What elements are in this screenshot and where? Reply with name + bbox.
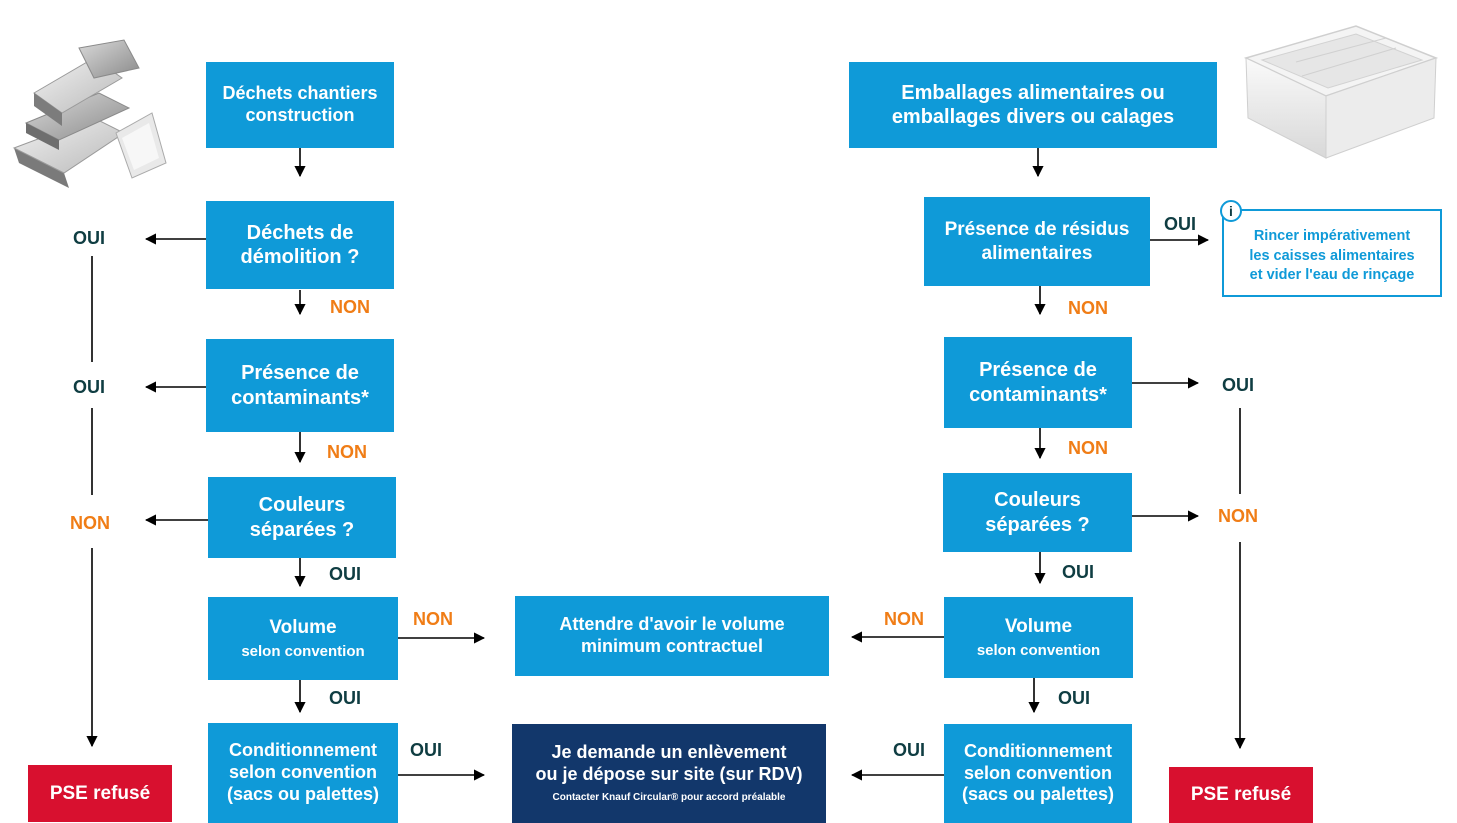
request-note: Contacter Knauf Circular® pour accord pr… xyxy=(552,792,786,804)
rinse-info-line1: Rincer impérativement xyxy=(1253,228,1411,244)
left-oui-label-conditionnement: OUI xyxy=(410,740,443,760)
left-volume-box: Volume selon convention xyxy=(208,597,398,680)
right-conditionnement-line3: (sacs ou palettes) xyxy=(961,784,1115,805)
left-conditionnement-line1: Conditionnement xyxy=(229,740,377,761)
info-icon: i xyxy=(1220,200,1242,222)
left-oui-label-demolition: OUI xyxy=(73,228,106,248)
right-couleurs-line1: Couleurs xyxy=(994,489,1081,512)
left-non-label-contaminants: NON xyxy=(327,442,367,462)
right-oui-label-conditionnement: OUI xyxy=(893,740,926,760)
wait-volume-line1: Attendre d'avoir le volume xyxy=(559,614,785,635)
left-demolition-question: Déchets de démolition ? xyxy=(206,201,394,289)
right-start-box: Emballages alimentaires ou emballages di… xyxy=(849,62,1217,148)
left-start-line1: Déchets chantiers xyxy=(222,83,378,104)
left-volume-sub: selon convention xyxy=(241,642,365,660)
left-demolition-line1: Déchets de xyxy=(246,221,354,244)
right-contaminants-line1: Présence de xyxy=(979,359,1097,382)
right-oui-label-residus: OUI xyxy=(1164,214,1197,234)
right-oui-label-volume: OUI xyxy=(1058,688,1091,708)
left-non-label-couleurs: NON xyxy=(70,513,110,533)
wait-volume-line2: minimum contractuel xyxy=(580,636,764,656)
left-contaminants-question: Présence de contaminants* xyxy=(206,339,394,432)
right-conditionnement-line1: Conditionnement xyxy=(964,740,1112,761)
right-volume-sub: selon convention xyxy=(976,641,1101,659)
right-residus-line2: alimentaires xyxy=(981,242,1093,264)
request-line1: Je demande un enlèvement xyxy=(551,742,787,763)
left-start-box: Déchets chantiers construction xyxy=(206,62,394,148)
right-oui-label-couleurs: OUI xyxy=(1062,562,1095,582)
right-start-line1: Emballages alimentaires ou xyxy=(901,81,1165,104)
left-oui-label-contaminants: OUI xyxy=(73,377,106,397)
right-conditionnement-line2: selon convention xyxy=(963,762,1113,783)
left-conditionnement-line3: (sacs ou palettes) xyxy=(226,783,380,804)
rinse-info-line3: et vider l'eau de rinçage xyxy=(1249,267,1415,284)
left-contaminants-line1: Présence de xyxy=(241,362,359,385)
rinse-info-box: Rincer impérativement les caisses alimen… xyxy=(1222,209,1442,297)
left-non-label-volume: NON xyxy=(413,609,453,629)
left-conditionnement-line2: selon convention xyxy=(228,762,378,783)
right-contaminants-question: Présence de contaminants* xyxy=(944,337,1132,428)
left-couleurs-line1: Couleurs xyxy=(258,494,346,517)
right-non-label-couleurs: NON xyxy=(1218,506,1258,526)
left-non-label-demolition: NON xyxy=(330,297,370,317)
left-volume-title: Volume xyxy=(269,616,337,638)
left-couleurs-question: Couleurs séparées ? xyxy=(208,477,396,558)
request-line2: ou je dépose sur site (sur RDV) xyxy=(535,764,803,785)
left-contaminants-line2: contaminants* xyxy=(231,386,369,409)
rinse-info-line2: les caisses alimentaires xyxy=(1249,247,1415,264)
right-couleurs-question: Couleurs séparées ? xyxy=(943,473,1132,552)
right-contaminants-line2: contaminants* xyxy=(969,383,1107,406)
right-non-label-volume: NON xyxy=(884,609,924,629)
right-start-line2: emballages divers ou calages xyxy=(891,106,1175,128)
insulation-boards-picture xyxy=(12,39,167,188)
right-residus-line1: Présence de résidus xyxy=(944,219,1130,241)
left-oui-label-volume: OUI xyxy=(329,688,362,708)
right-non-label-residus: NON xyxy=(1068,298,1108,318)
right-volume-box: Volume selon convention xyxy=(944,597,1133,678)
left-oui-label-couleurs: OUI xyxy=(329,564,362,584)
right-non-label-contaminants: NON xyxy=(1068,438,1108,458)
wait-volume-box: Attendre d'avoir le volume minimum contr… xyxy=(515,596,829,676)
left-conditionnement-box: Conditionnement selon convention (sacs o… xyxy=(208,723,398,823)
left-start-line2: construction xyxy=(245,105,355,125)
right-refused-box: PSE refusé xyxy=(1169,767,1313,823)
left-demolition-line2: démolition ? xyxy=(240,246,360,268)
request-pickup-box: Je demande un enlèvement ou je dépose su… xyxy=(512,724,826,823)
left-refused-box: PSE refusé xyxy=(28,765,172,822)
right-volume-title: Volume xyxy=(1004,615,1073,637)
left-couleurs-line2: séparées ? xyxy=(249,518,355,541)
right-couleurs-line2: séparées ? xyxy=(985,513,1090,536)
polystyrene-box-picture xyxy=(1243,25,1439,159)
right-oui-label-contaminants: OUI xyxy=(1222,375,1255,395)
right-residus-question: Présence de résidus alimentaires xyxy=(924,197,1150,286)
right-conditionnement-box: Conditionnement selon convention (sacs o… xyxy=(944,724,1132,823)
